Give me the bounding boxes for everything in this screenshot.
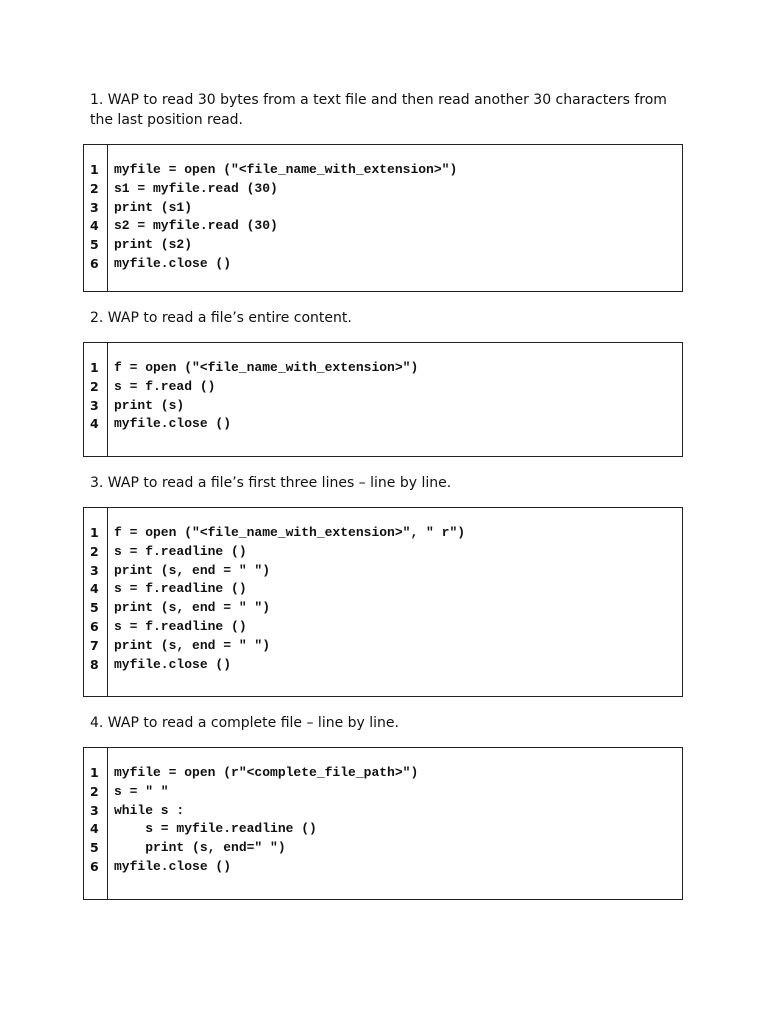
line-number: 3 (90, 199, 99, 215)
code-line: s = f.readline () (114, 581, 247, 597)
code-line: while s : (114, 802, 185, 818)
line-number: 7 (90, 637, 99, 653)
code-line: s = myfile.readline () (114, 821, 317, 837)
code-line: myfile = open ("<file_name_with_extensio… (114, 162, 458, 177)
code-line: print (s2) (114, 237, 193, 253)
code-line: print (s, end = " ") (114, 562, 271, 578)
code-line: f = open ("<file_name_with_extension>", … (114, 525, 466, 540)
line-number: 1 (90, 162, 99, 177)
line-number-gutter: 1 2 3 4 5 6 7 8 (84, 508, 108, 696)
exercise-3-code-box: 1 2 3 4 5 6 7 8 f = open ("<file_name_wi… (83, 507, 683, 697)
line-number: 1 (90, 360, 99, 375)
line-number: 5 (90, 840, 99, 856)
exercise-1-question: 1. WAP to read 30 bytes from a text file… (90, 92, 667, 128)
line-number: 6 (90, 618, 99, 634)
code-line: myfile.close () (114, 255, 232, 271)
line-number: 1 (90, 525, 99, 540)
code-line: print (s, end = " ") (114, 637, 271, 653)
code-lines: myfile = open ("<file_name_with_extensio… (108, 145, 682, 291)
exercise-2-question: 2. WAP to read a file’s entire content. (90, 310, 352, 326)
code-line: s = " " (114, 783, 169, 799)
code-line: print (s) (114, 397, 185, 413)
line-number: 6 (90, 858, 99, 874)
code-line: s = f.read () (114, 378, 216, 394)
code-line: s = f.readline () (114, 543, 247, 559)
line-number-gutter: 1 2 3 4 (84, 343, 108, 456)
exercise-2-code-box: 1 2 3 4 f = open ("<file_name_with_exten… (83, 342, 683, 457)
line-number: 4 (90, 218, 99, 234)
line-number-gutter: 1 2 3 4 5 6 (84, 145, 108, 291)
code-lines: myfile = open (r"<complete_file_path>") … (108, 748, 682, 899)
exercise-3-question: 3. WAP to read a file’s first three line… (90, 475, 452, 491)
code-line: myfile.close () (114, 416, 232, 432)
line-number: 6 (90, 255, 99, 271)
line-number: 3 (90, 802, 99, 818)
line-number: 8 (90, 656, 99, 672)
code-lines: f = open ("<file_name_with_extension>", … (108, 508, 682, 696)
line-number: 3 (90, 562, 99, 578)
line-number: 5 (90, 237, 99, 253)
line-number: 2 (90, 378, 99, 394)
code-line: f = open ("<file_name_with_extension>") (114, 360, 419, 375)
exercise-4-code-box: 1 2 3 4 5 6 myfile = open (r"<complete_f… (83, 747, 683, 900)
code-line: myfile = open (r"<complete_file_path>") (114, 765, 419, 780)
line-number: 3 (90, 397, 99, 413)
exercise-1-code-box: 1 2 3 4 5 6 myfile = open ("<file_name_w… (83, 144, 683, 292)
line-number: 4 (90, 821, 99, 837)
code-line: print (s, end = " ") (114, 600, 271, 616)
code-line: myfile.close () (114, 656, 232, 672)
line-number: 2 (90, 783, 99, 799)
code-line: s = f.readline () (114, 618, 247, 634)
code-line: s1 = myfile.read (30) (114, 180, 278, 196)
code-line: print (s1) (114, 199, 193, 215)
exercise-4-question: 4. WAP to read a complete file – line by… (90, 715, 399, 731)
code-line: print (s, end=" ") (114, 840, 286, 856)
line-number: 4 (90, 416, 99, 432)
code-line: s2 = myfile.read (30) (114, 218, 278, 234)
line-number: 1 (90, 765, 99, 780)
code-lines: f = open ("<file_name_with_extension>") … (108, 343, 682, 456)
line-number: 2 (90, 180, 99, 196)
line-number: 5 (90, 600, 99, 616)
code-line: myfile.close () (114, 858, 232, 874)
line-number: 2 (90, 543, 99, 559)
line-number: 4 (90, 581, 99, 597)
line-number-gutter: 1 2 3 4 5 6 (84, 748, 108, 899)
